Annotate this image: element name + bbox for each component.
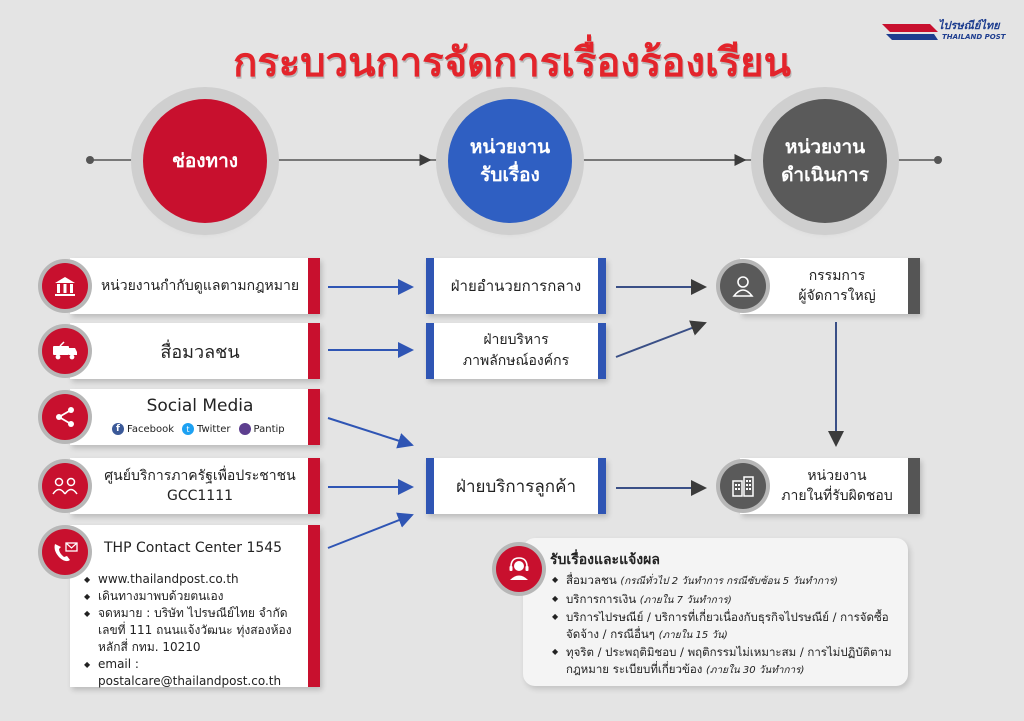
channel-gcc-label: ศูนย์บริการภาครัฐเพื่อประชาชน GCC1111 xyxy=(94,466,306,506)
operator-director-bar xyxy=(908,258,920,314)
page-title: กระบวนการจัดการเรื่องร้องเรียน xyxy=(233,40,791,86)
sla-item-note: (ภายใน 7 วันทำการ) xyxy=(639,594,732,606)
twitter-label: Twitter xyxy=(197,423,231,435)
logo-text: ไปรษณีย์ไทย xyxy=(938,19,1000,32)
channel-gcc-bar xyxy=(308,458,320,514)
receiver-central-box xyxy=(426,258,606,314)
sla-item: บริการการเงิน (ภายใน 7 วันทำการ) xyxy=(552,591,902,610)
facebook-icon: f xyxy=(112,423,124,435)
channel-thp-title: THP Contact Center 1545 xyxy=(104,540,283,556)
receiver-customer-label: ฝ่ายบริการลูกค้า xyxy=(456,476,576,497)
stage-operating: หน่วยงาน ดำเนินการ xyxy=(763,99,887,223)
sla-item-note: (กรณีทั่วไป 2 วันทำการ กรณีซับซ้อน 5 วัน… xyxy=(620,576,838,587)
operator-director-label: กรรมการ ผู้จัดการใหญ่ xyxy=(798,268,876,304)
facebook-label: Facebook xyxy=(127,423,174,435)
channel-social-bar xyxy=(308,389,320,445)
receiver-central-bar-right xyxy=(598,258,606,314)
sla-title: รับเรื่องและแจ้งผล xyxy=(550,552,660,568)
news-van-icon xyxy=(42,328,88,374)
thailand-post-logo xyxy=(882,24,938,40)
receiver-central-label: ฝ่ายอำนวยการกลาง xyxy=(450,277,582,295)
sla-item: สื่อมวลชน (กรณีทั่วไป 2 วันทำการ กรณีซับ… xyxy=(552,572,902,591)
stage-receiving: หน่วยงาน รับเรื่อง xyxy=(448,99,572,223)
operator-internal-box xyxy=(740,458,920,514)
receiver-customer-box xyxy=(426,458,606,514)
channel-gcc-box xyxy=(70,458,320,514)
share-icon xyxy=(42,394,88,440)
receiver-customer-bar-right xyxy=(598,458,606,514)
receiver-central-bar-left xyxy=(426,258,434,314)
channel-regulator-bar xyxy=(308,258,320,314)
thp-website: www.thailandpost.co.th xyxy=(84,571,306,588)
logo-subtext: THAILAND POST xyxy=(942,33,1006,41)
channel-media-label: สื่อมวลชน xyxy=(160,341,240,363)
pantip-label: Pantip xyxy=(253,423,285,435)
phone-mail-icon xyxy=(42,529,88,575)
pantip-icon xyxy=(238,423,251,435)
channel-regulator-label: หน่วยงานกำกับดูแลตามกฎหมาย xyxy=(100,278,300,294)
headset-agent-icon xyxy=(496,546,542,592)
channel-thp-bar xyxy=(308,525,320,687)
receiver-customer-bar-left xyxy=(426,458,434,514)
sla-item: บริการไปรษณีย์ / บริการที่เกี่ยวเนื่องกั… xyxy=(552,609,902,644)
executive-icon xyxy=(720,263,766,309)
receiver-pr-bar-right xyxy=(598,323,606,379)
sla-item-note: (ภายใน 30 วันทำการ) xyxy=(706,664,805,676)
channel-media-bar xyxy=(308,323,320,379)
channel-gcc-line2: GCC1111 xyxy=(166,488,234,504)
thp-email: email : postalcare@thailandpost.co.th xyxy=(84,656,306,690)
stage-channel-label: ช่องทาง xyxy=(171,150,239,172)
receiver-pr-box xyxy=(426,323,606,379)
channel-social-title: Social Media xyxy=(146,396,254,416)
receiver-pr-label: ฝ่ายบริหาร ภาพลักษณ์องค์กร xyxy=(462,332,570,369)
sla-item-text: ทุจริต / ประพฤติมิชอบ / พฤติกรรมไม่เหมาะ… xyxy=(566,645,892,676)
stage-channel: ช่องทาง xyxy=(143,99,267,223)
people-icon xyxy=(42,463,88,509)
channel-gcc-line1: ศูนย์บริการภาครัฐเพื่อประชาชน xyxy=(104,468,296,484)
sla-item: ทุจริต / ประพฤติมิชอบ / พฤติกรรมไม่เหมาะ… xyxy=(552,644,902,679)
social-links: f Facebook t Twitter Pantip xyxy=(112,423,285,435)
twitter-icon: t xyxy=(182,423,194,435)
thp-walk-in: เดินทางมาพบด้วยตนเอง xyxy=(84,588,306,605)
channel-social-box xyxy=(70,389,320,445)
stage-receiving-label: หน่วยงาน รับเรื่อง xyxy=(469,136,551,186)
sla-item-text: บริการการเงิน xyxy=(566,591,637,606)
stage-operating-label: หน่วยงาน ดำเนินการ xyxy=(781,136,869,186)
receiver-pr-bar-left xyxy=(426,323,434,379)
channel-regulator-box xyxy=(70,258,320,314)
channel-media-box xyxy=(70,323,320,379)
buildings-icon xyxy=(720,463,766,509)
bank-icon xyxy=(42,263,88,309)
sla-list: สื่อมวลชน (กรณีทั่วไป 2 วันทำการ กรณีซับ… xyxy=(552,572,902,679)
sla-item-text: สื่อมวลชน xyxy=(566,573,617,587)
sla-item-text: บริการไปรษณีย์ / บริการที่เกี่ยวเนื่องกั… xyxy=(566,610,889,641)
thp-contact-list: www.thailandpost.co.th เดินทางมาพบด้วยตน… xyxy=(84,571,306,690)
sla-item-note: (ภายใน 15 วัน) xyxy=(658,629,728,641)
thp-mail: จดหมาย : บริษัท ไปรษณีย์ไทย จำกัด เลขที่… xyxy=(84,605,306,656)
operator-director-box xyxy=(740,258,920,314)
operator-internal-bar xyxy=(908,458,920,514)
operator-internal-label: หน่วยงาน ภายในที่รับผิดชอบ xyxy=(781,468,893,504)
